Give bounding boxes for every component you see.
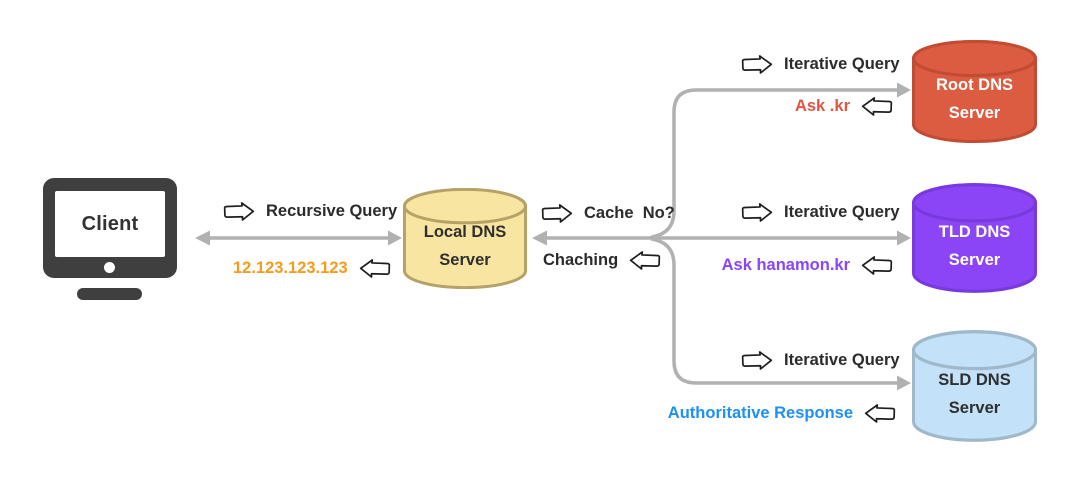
junction-sld-curve bbox=[650, 237, 899, 385]
tld-response-row: Ask hanamon.kr bbox=[722, 255, 894, 276]
recursive-query-row: Recursive Query bbox=[222, 201, 397, 222]
arrowhead-to-local-left bbox=[532, 230, 547, 246]
junction-root-curve bbox=[650, 88, 899, 239]
response-arrow-icon bbox=[861, 256, 893, 275]
cache-label: Cache No? bbox=[584, 204, 675, 222]
iterative-query-label: Iterative Query bbox=[784, 55, 900, 73]
database-cylinder-icon bbox=[912, 40, 1037, 143]
database-cylinder-icon bbox=[912, 183, 1037, 293]
root-response-row: Ask .kr bbox=[795, 96, 894, 117]
response-arrow-icon bbox=[864, 404, 896, 423]
server-name-line2: Server bbox=[948, 398, 1001, 417]
arrowhead-to-root bbox=[897, 82, 911, 98]
monitor-stand bbox=[77, 288, 142, 300]
monitor-screen: Client bbox=[55, 191, 165, 257]
query-arrow-icon bbox=[541, 204, 573, 223]
client-monitor-icon: Client bbox=[43, 178, 177, 278]
server-name-line2: Server bbox=[948, 104, 1001, 122]
server-name-line1: TLD DNS bbox=[938, 222, 1011, 241]
sld-response-row: Authoritative Response bbox=[668, 403, 897, 424]
arrowhead-to-tld bbox=[897, 230, 911, 246]
arrowhead-to-client bbox=[195, 230, 210, 246]
server-name-line2: Server bbox=[439, 251, 491, 269]
iterative-query-label: Iterative Query bbox=[784, 351, 900, 369]
response-arrow-icon bbox=[861, 97, 893, 116]
iterative-query-sld-row: Iterative Query bbox=[740, 350, 900, 371]
response-arrow-icon bbox=[630, 251, 661, 270]
server-name: SLD DNS Server bbox=[911, 329, 1038, 444]
caching-label: Chaching bbox=[543, 251, 619, 269]
client-label: Client bbox=[81, 212, 139, 235]
root-dns-server: Root DNS Server bbox=[911, 39, 1038, 145]
server-name-line2: Server bbox=[948, 250, 1001, 269]
query-arrow-icon bbox=[741, 55, 773, 74]
iterative-query-label: Iterative Query bbox=[784, 203, 900, 221]
monitor-camera-dot bbox=[104, 262, 115, 273]
server-name: Root DNS Server bbox=[911, 39, 1038, 145]
iterative-query-tld-row: Iterative Query bbox=[740, 202, 900, 223]
sld-response-label: Authoritative Response bbox=[667, 404, 853, 422]
sld-dns-server: SLD DNS Server bbox=[911, 329, 1038, 444]
tld-response-label: Ask hanamon.kr bbox=[721, 256, 850, 274]
server-name: TLD DNS Server bbox=[911, 182, 1038, 295]
caching-row: Chaching bbox=[543, 250, 662, 271]
recursive-query-label: Recursive Query bbox=[266, 202, 398, 220]
arrowhead-to-local-right bbox=[388, 230, 402, 246]
server-name-line1: Local DNS bbox=[423, 223, 507, 241]
server-name-line1: SLD DNS bbox=[938, 370, 1011, 389]
query-arrow-icon bbox=[741, 351, 773, 370]
tld-dns-server: TLD DNS Server bbox=[911, 182, 1038, 295]
local-dns-server: Local DNS Server bbox=[402, 187, 528, 291]
database-cylinder-icon bbox=[403, 187, 527, 290]
query-arrow-icon bbox=[741, 203, 773, 222]
cache-check-row: Cache No? bbox=[540, 203, 675, 224]
response-arrow-icon bbox=[359, 259, 390, 278]
server-name: Local DNS Server bbox=[402, 187, 528, 291]
client-response-row: 12.123.123.123 bbox=[233, 258, 392, 279]
query-arrow-icon bbox=[223, 202, 255, 221]
database-cylinder-icon bbox=[912, 330, 1037, 442]
root-response-label: Ask .kr bbox=[794, 97, 850, 115]
server-name-line1: Root DNS bbox=[936, 76, 1013, 94]
arrowhead-to-sld bbox=[897, 375, 911, 391]
iterative-query-root-row: Iterative Query bbox=[740, 54, 900, 75]
ip-response-label: 12.123.123.123 bbox=[233, 259, 348, 277]
